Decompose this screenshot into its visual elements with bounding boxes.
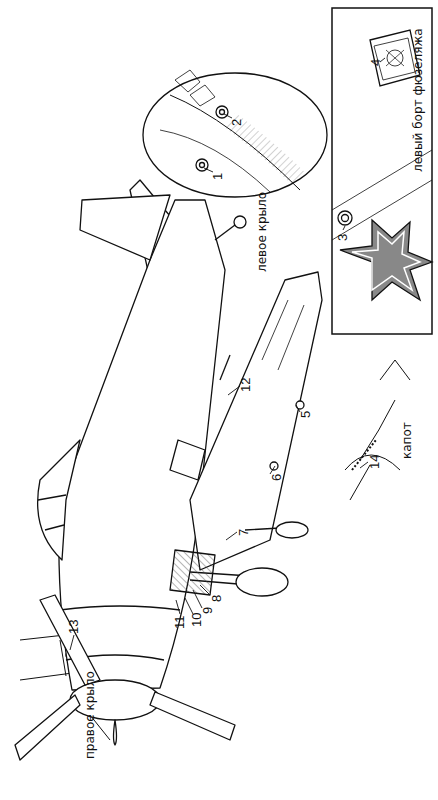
callout-number: 14 bbox=[368, 455, 382, 469]
callout-number: 12 bbox=[239, 378, 253, 392]
callout-number: 3 bbox=[336, 233, 350, 240]
view-label: капот bbox=[401, 422, 414, 459]
callout-number: 2 bbox=[230, 118, 244, 125]
callout-number: 8 bbox=[210, 594, 224, 601]
callout-number: 6 bbox=[270, 473, 284, 480]
callout-number: 5 bbox=[299, 410, 313, 417]
callout-number: 11 bbox=[173, 616, 187, 630]
callout-number: 4 bbox=[369, 58, 383, 65]
view-label: левый борт фюзеляжа bbox=[412, 28, 425, 172]
callout-number: 10 bbox=[190, 613, 204, 627]
callout-number: 13 bbox=[67, 620, 81, 634]
callout-number: 7 bbox=[237, 528, 251, 535]
callout-number: 9 bbox=[201, 606, 215, 613]
callout-number: 1 bbox=[211, 172, 225, 179]
view-label: правое крыло bbox=[84, 671, 97, 759]
view-label: левое крыло bbox=[256, 192, 269, 272]
